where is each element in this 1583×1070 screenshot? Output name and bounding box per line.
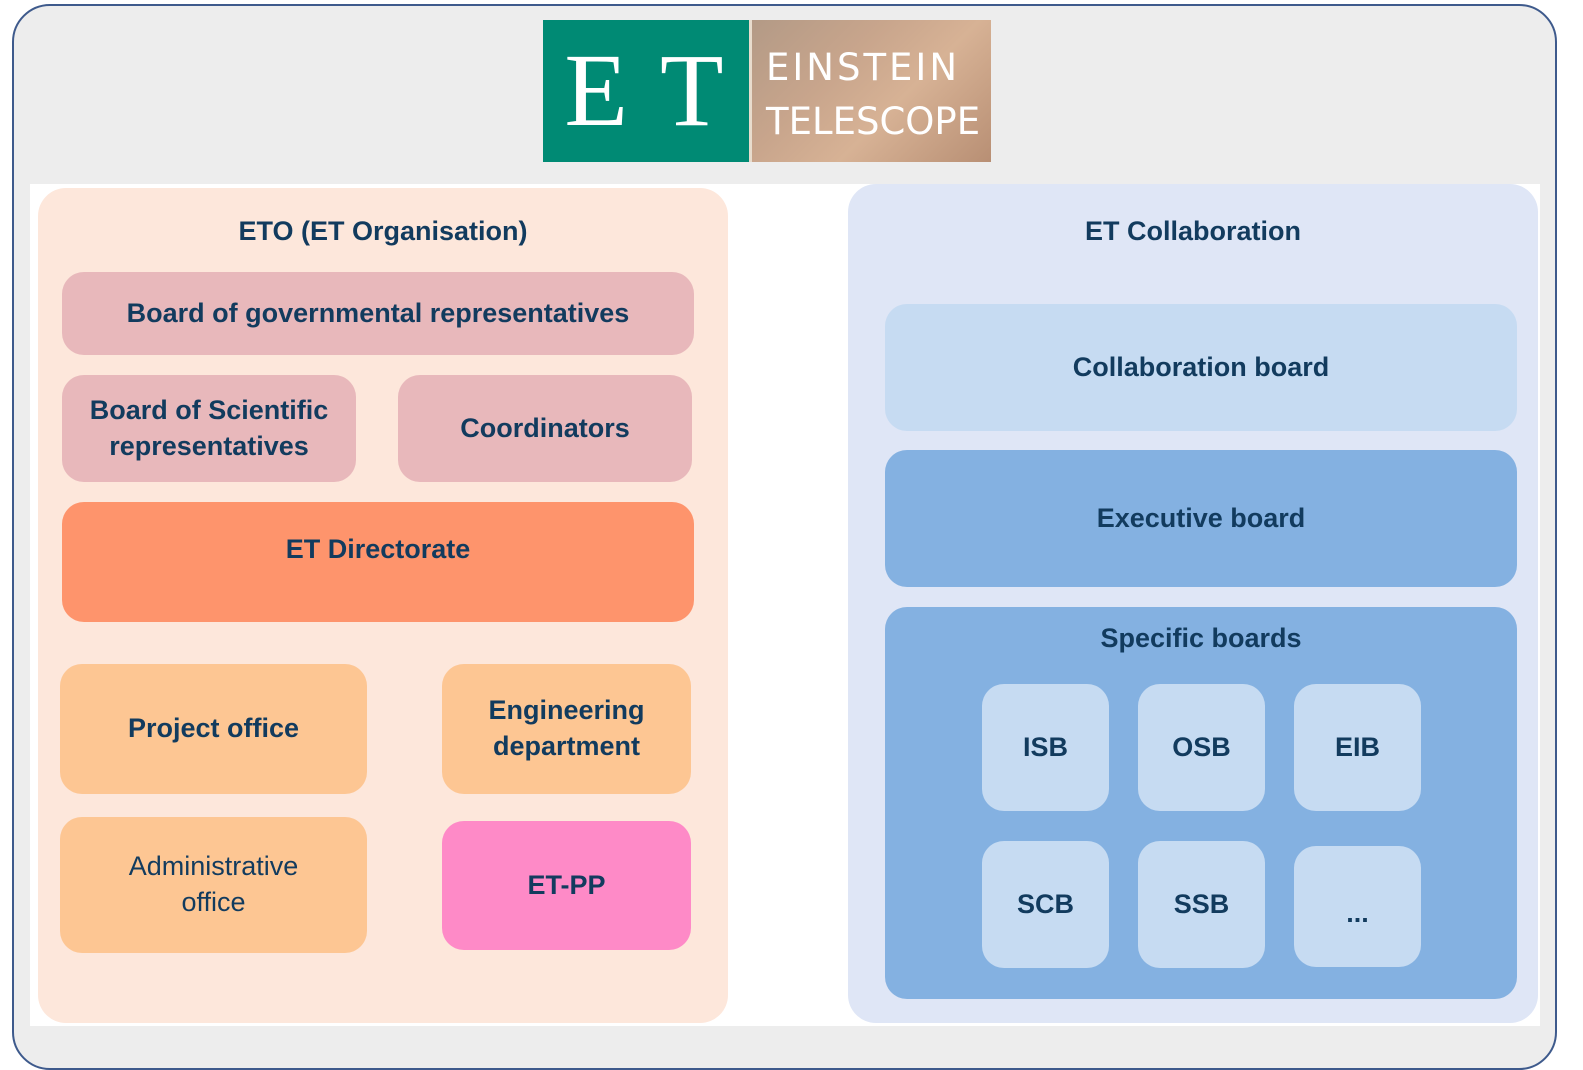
collaboration-title: ET Collaboration (1085, 216, 1301, 246)
board-ssb-label: SSB (1173, 888, 1230, 919)
administrative-label-line2: office (181, 887, 246, 917)
eto-title: ETO (ET Organisation) (238, 216, 528, 246)
specific-boards-box: Specific boards ISB OSB EIB SCB SSB ... (885, 607, 1517, 999)
board-more: ... (1294, 846, 1421, 967)
executive-board-label: Executive board (1096, 502, 1306, 533)
collaboration-board-label: Collaboration board (1072, 351, 1330, 382)
engineering-department-box: Engineering department (442, 664, 691, 794)
logo-initials: E T (543, 20, 749, 162)
project-office-box: Project office (60, 664, 367, 794)
collaboration-panel: ET Collaboration Collaboration board Exe… (848, 184, 1538, 1023)
board-eib-label: EIB (1334, 731, 1380, 762)
board-scientific-box: Board of Scientific representatives (62, 375, 356, 482)
specific-boards-title: Specific boards (1100, 623, 1302, 653)
board-governmental-box: Board of governmental representatives (62, 272, 694, 355)
logo-line-einstein: EINSTEIN (766, 46, 961, 89)
board-scb: SCB (982, 841, 1109, 968)
project-office-label: Project office (127, 713, 300, 744)
et-directorate-box: ET Directorate (62, 502, 694, 622)
board-isb-label: ISB (1022, 731, 1068, 762)
collaboration-board-box: Collaboration board (885, 304, 1517, 431)
coordinators-label: Coordinators (460, 412, 630, 443)
board-eib: EIB (1294, 684, 1421, 811)
executive-board-box: Executive board (885, 450, 1517, 587)
logo-line-telescope: TELESCOPE (766, 100, 981, 143)
board-more-label: ... (1346, 897, 1369, 928)
board-ssb: SSB (1138, 841, 1265, 968)
eto-panel: ETO (ET Organisation) Board of governmen… (38, 188, 728, 1023)
board-osb: OSB (1138, 684, 1265, 811)
logo-wordmark: EINSTEIN TELESCOPE (749, 20, 991, 162)
administrative-label-line1: Administrative (128, 851, 299, 882)
et-directorate-label: ET Directorate (285, 534, 471, 564)
board-scientific-label-line1: Board of Scientific (89, 394, 329, 425)
board-scientific-label-line2: representatives (109, 430, 309, 461)
board-scb-label: SCB (1016, 888, 1074, 919)
coordinators-box: Coordinators (398, 375, 692, 482)
administrative-office-box: Administrative office (60, 817, 367, 953)
einstein-telescope-logo: E T EINSTEIN TELESCOPE (543, 20, 991, 162)
board-isb: ISB (982, 684, 1109, 811)
et-pp-label: ET-PP (527, 869, 606, 900)
et-pp-box: ET-PP (442, 821, 691, 950)
board-governmental-label: Board of governmental representatives (126, 297, 630, 328)
engineering-label-line2: department (492, 731, 641, 761)
engineering-label-line1: Engineering (488, 695, 645, 726)
board-osb-label: OSB (1172, 731, 1231, 762)
